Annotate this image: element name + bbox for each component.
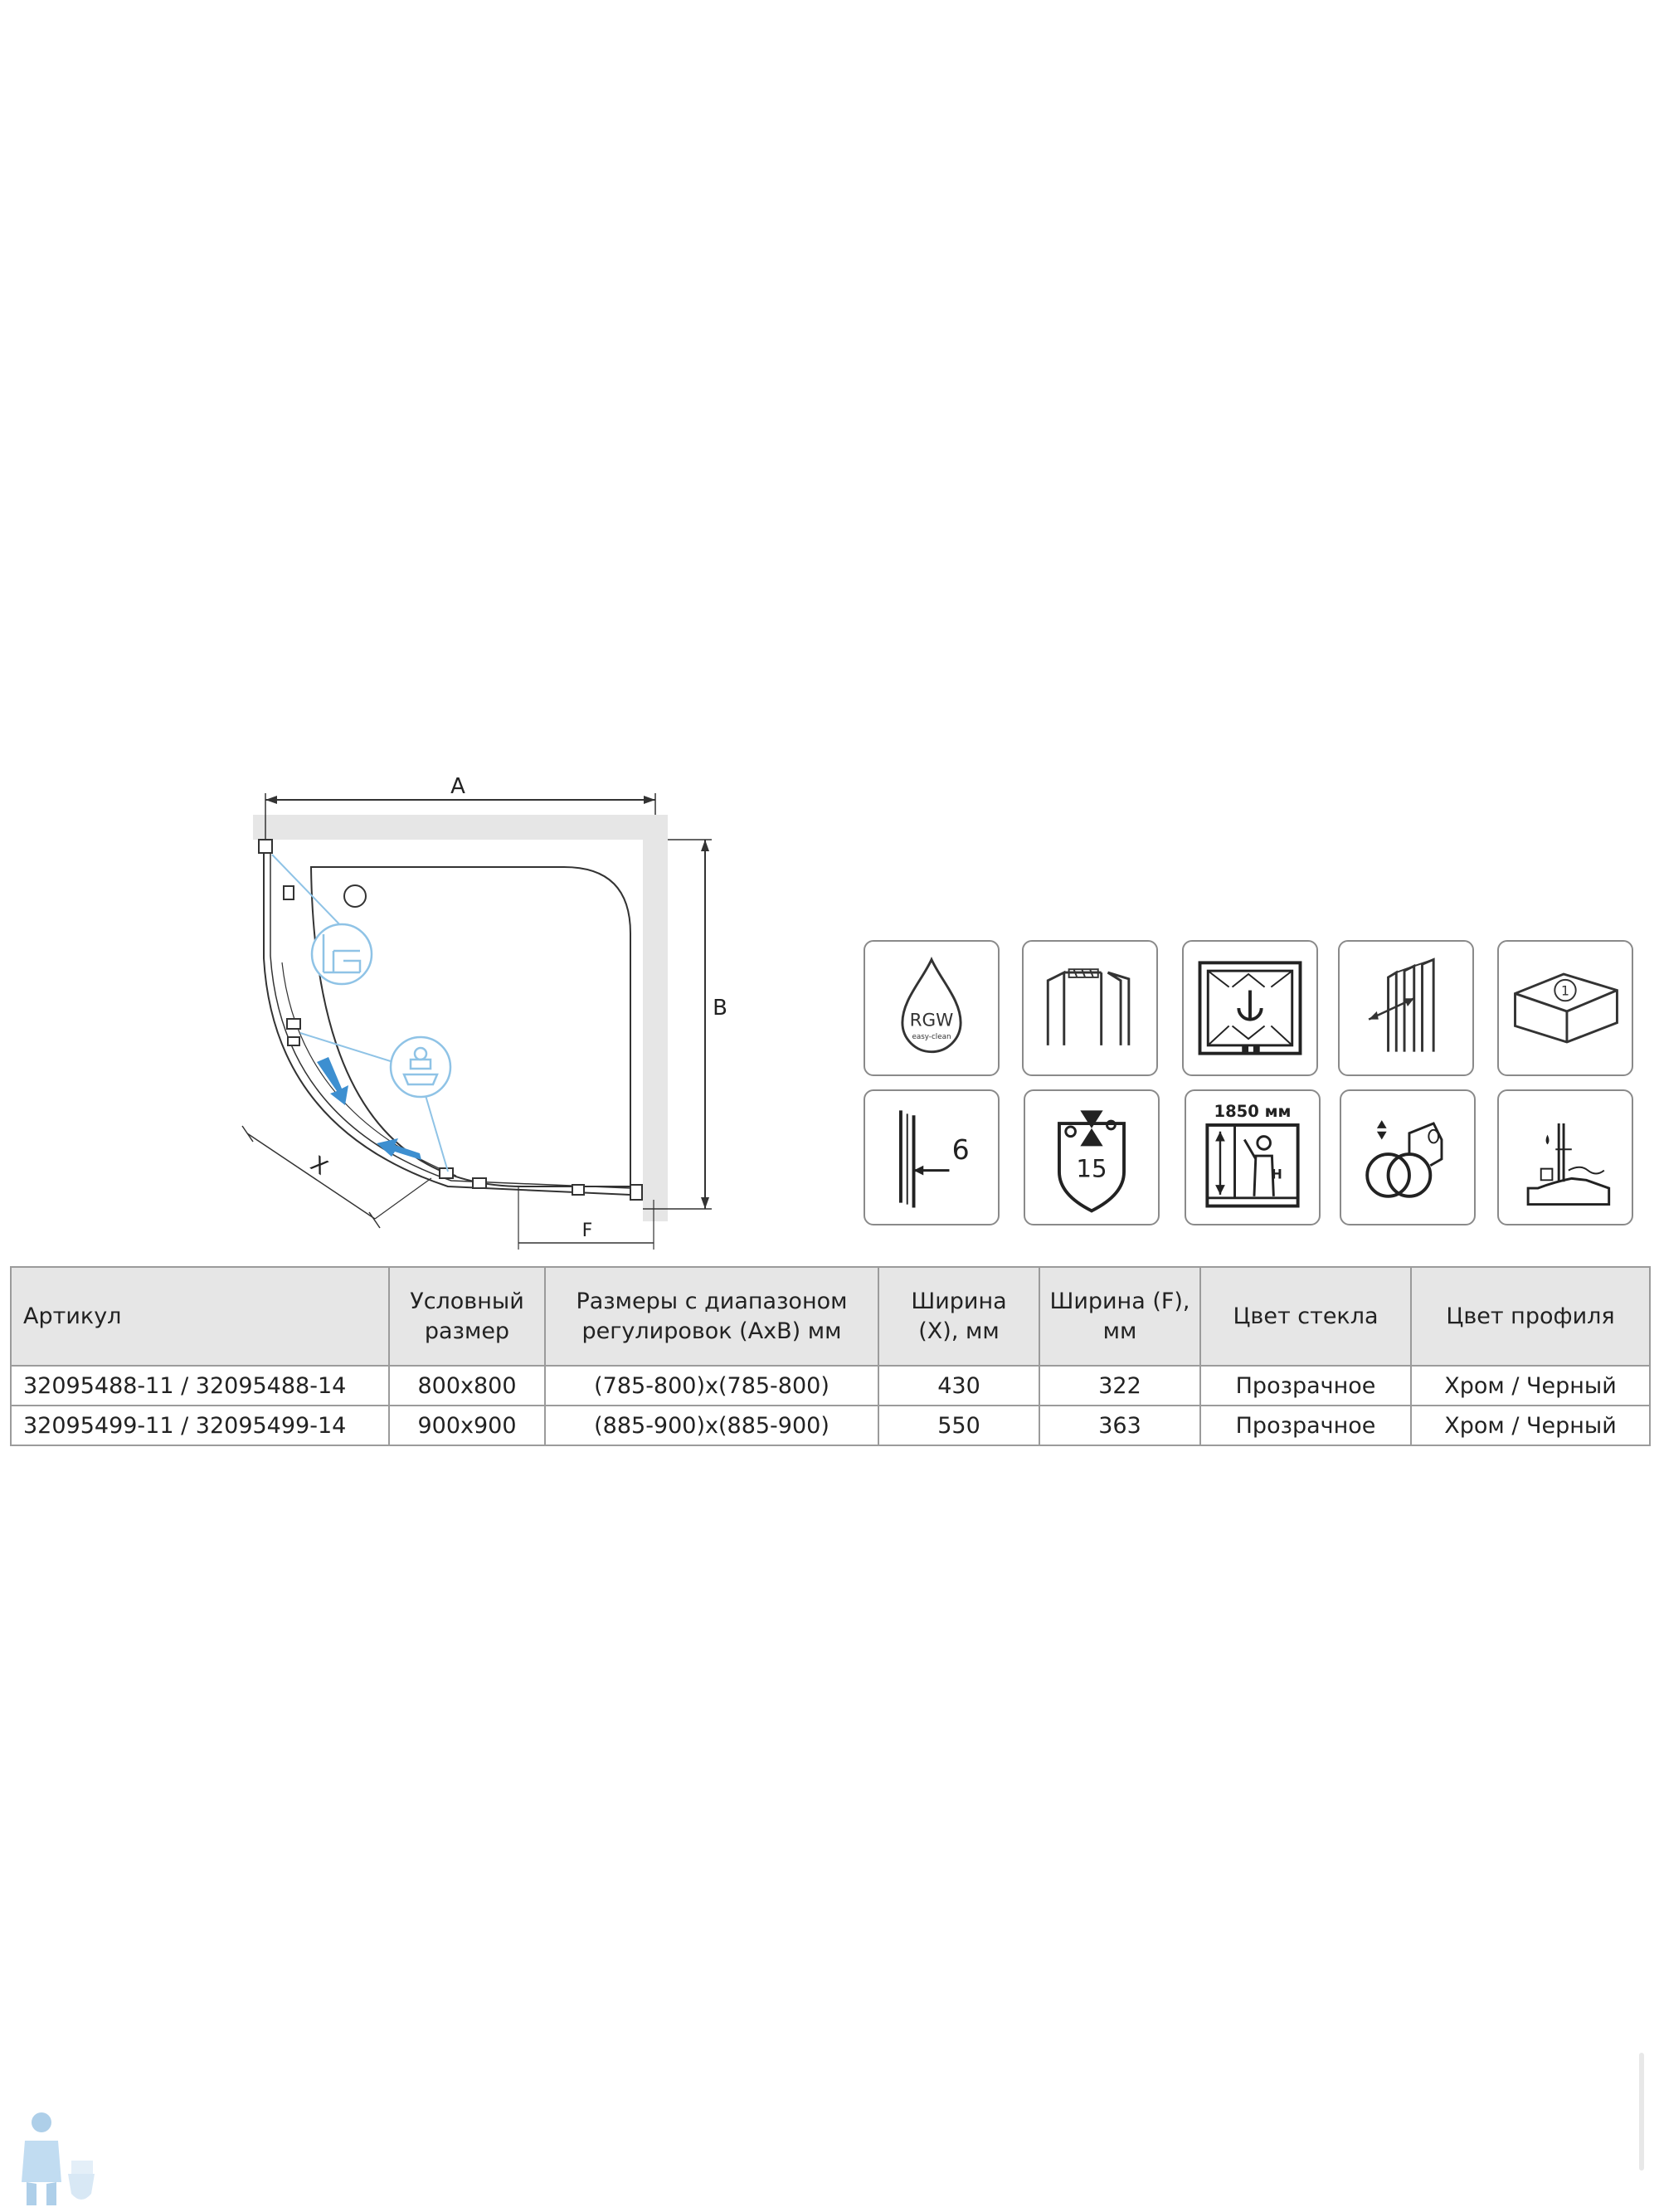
dimension-a-arrow-left [265, 796, 277, 804]
wall-top [253, 815, 668, 840]
header-nominal-size: Условный размер [388, 1266, 546, 1367]
callout-profile-detail-icon [310, 923, 373, 986]
dimension-b-arrow-bottom [701, 1197, 709, 1209]
wall-profile-bracket-left [258, 839, 273, 854]
svg-text:easy-clean: easy-clean [912, 1033, 951, 1041]
dimension-f-label: F [582, 1220, 593, 1241]
cell-profile-color: Хром / Черный [1410, 1405, 1651, 1446]
curved-glass-outer [263, 846, 631, 1196]
cell-nominal-size: 800x800 [388, 1365, 546, 1406]
cell-glass-color: Прозрачное [1199, 1365, 1412, 1406]
wall-profile-bracket-right [630, 1184, 643, 1201]
svg-text:6: 6 [952, 1133, 970, 1166]
cell-size-range: (785-800)x(785-800) [544, 1365, 879, 1406]
cell-width-x: 550 [878, 1405, 1040, 1446]
cell-width-x: 430 [878, 1365, 1040, 1406]
header-width-f: Ширина (F), мм [1039, 1266, 1201, 1367]
dimension-x-label: X [306, 1152, 332, 1181]
header-size-range: Размеры с диапазоном регулировок (AxB) м… [544, 1266, 879, 1367]
svg-text:1: 1 [1561, 983, 1569, 998]
rgw-easy-clean-drop-icon: RGW easy-clean [864, 940, 1000, 1076]
table-row: 32095499-11 / 32095499-14 900x900 (885-9… [10, 1405, 1651, 1446]
dimension-b-label: B [713, 996, 727, 1021]
cell-nominal-size: 900x900 [388, 1405, 546, 1446]
wall-profile-adjust-icon [1338, 940, 1474, 1076]
specification-table: Артикул Условный размер Размеры с диапаз… [10, 1266, 1651, 1446]
glass-thickness-6-icon: 6 [864, 1089, 1000, 1225]
cell-profile-color: Хром / Черный [1410, 1365, 1651, 1406]
vertical-watermark-icon [1639, 2053, 1644, 2171]
svg-text:RGW: RGW [910, 1010, 954, 1030]
plumber-mascot-watermark-icon [22, 2112, 95, 2205]
sliding-rotation-icon [1182, 940, 1318, 1076]
drain-icon [343, 884, 367, 908]
dimension-a-label: A [450, 774, 465, 799]
svg-text:15: 15 [1076, 1154, 1107, 1182]
cell-size-range: (885-900)x(885-900) [544, 1405, 879, 1446]
svg-text:H: H [1272, 1167, 1282, 1182]
callout-roller-detail-icon [389, 1035, 452, 1099]
svg-text:1850 мм: 1850 мм [1214, 1102, 1292, 1121]
cell-width-f: 363 [1039, 1405, 1201, 1446]
sliding-arrows [317, 1057, 421, 1160]
cell-article: 32095488-11 / 32095488-14 [10, 1365, 390, 1406]
header-profile-color: Цвет профиля [1410, 1266, 1651, 1367]
wall-right [643, 815, 668, 1221]
cell-width-f: 322 [1039, 1365, 1201, 1406]
cell-glass-color: Прозрачное [1199, 1405, 1412, 1446]
shower-tray [309, 866, 631, 1187]
shower-enclosure-plan-diagram: A B X F [241, 774, 727, 1250]
header-article: Артикул [10, 1266, 390, 1367]
header-width-x: Ширина (X), мм [878, 1266, 1040, 1367]
roller-wheels-icon [1340, 1089, 1476, 1225]
warranty-15-shield-icon: 15 [1024, 1089, 1160, 1225]
roller-marks [283, 885, 585, 1196]
box-one-package-icon: 1 [1497, 940, 1633, 1076]
header-glass-color: Цвет стекла [1199, 1266, 1412, 1367]
height-1850-icon: 1850 мм H [1185, 1089, 1321, 1225]
profile-frame-icon [1022, 940, 1158, 1076]
dimension-a-arrow-right [644, 796, 655, 804]
dimension-x-line [246, 1133, 376, 1220]
dimension-b-arrow-top [701, 840, 709, 851]
cell-article: 32095499-11 / 32095499-14 [10, 1405, 390, 1446]
tray-mounting-icon [1497, 1089, 1633, 1225]
table-row: 32095488-11 / 32095488-14 800x800 (785-8… [10, 1365, 1651, 1406]
curved-glass-inner [270, 846, 631, 1189]
table-header-row: Артикул Условный размер Размеры с диапаз… [10, 1266, 1651, 1367]
